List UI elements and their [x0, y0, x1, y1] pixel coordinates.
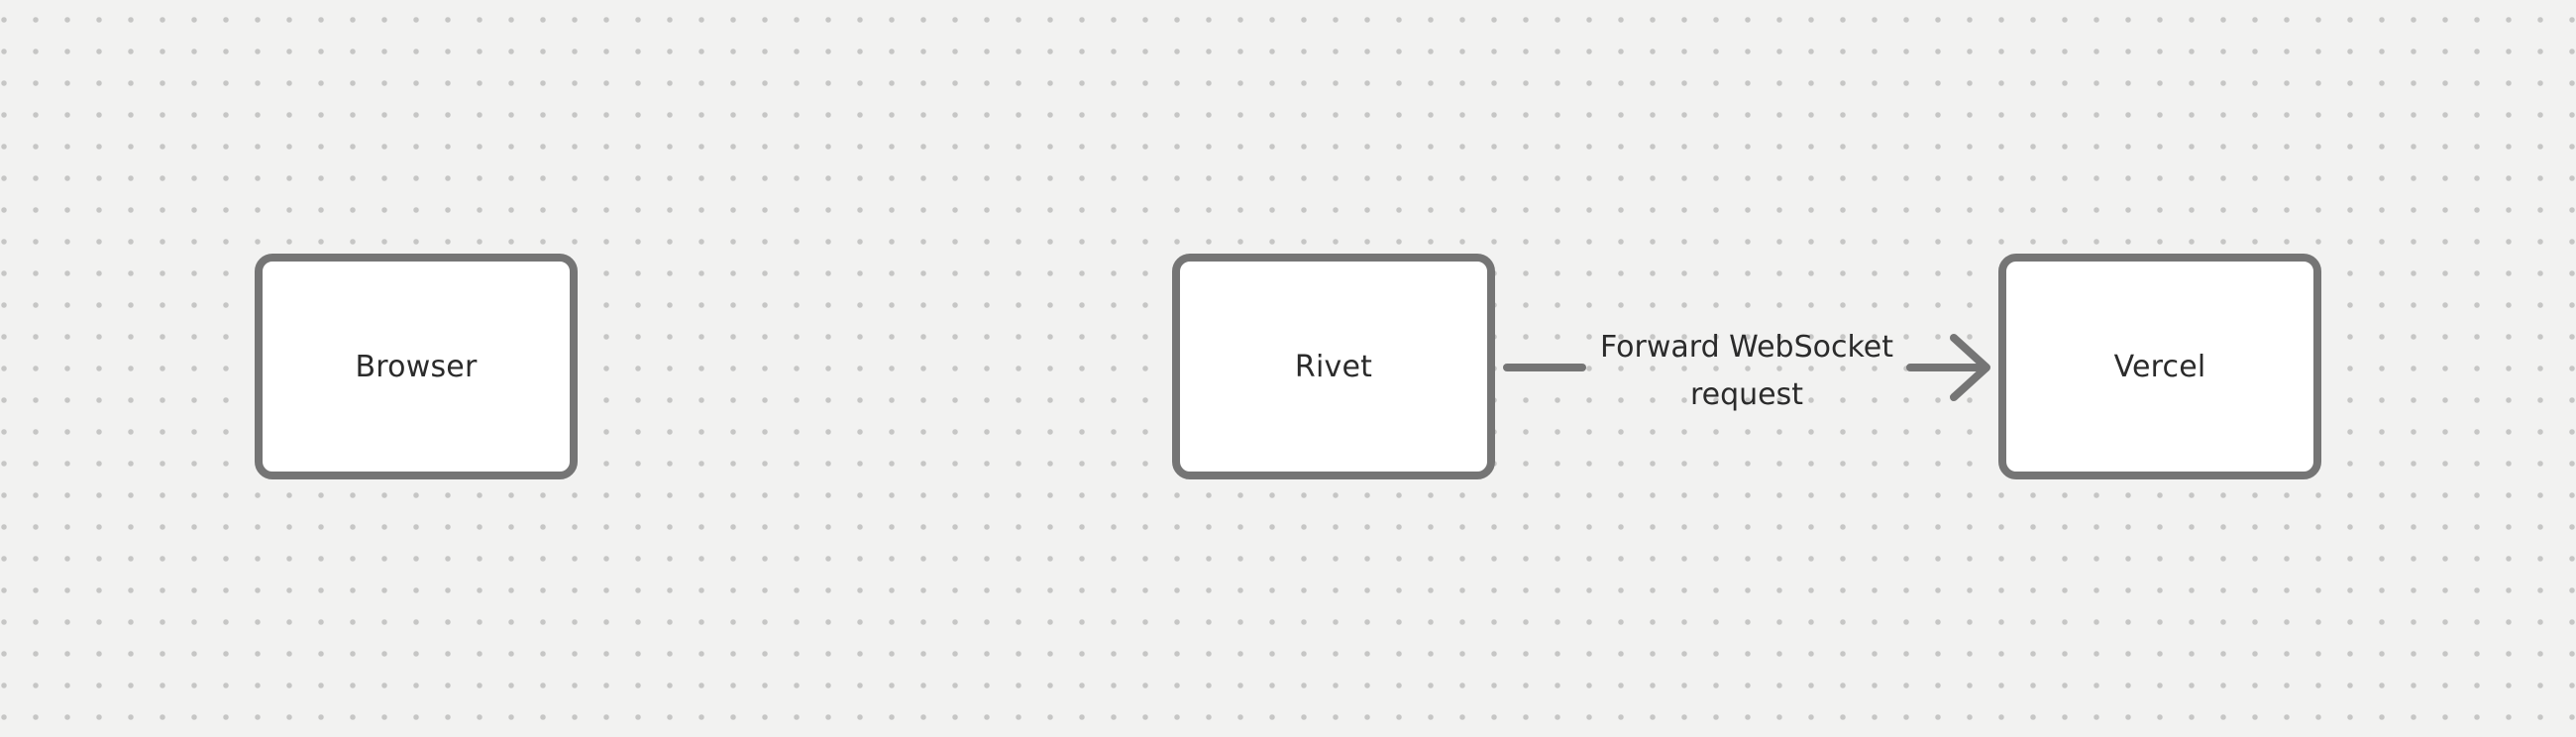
node-vercel[interactable]: Vercel	[1998, 254, 2321, 479]
node-browser[interactable]: Browser	[255, 254, 578, 479]
arrow-label[interactable]: Forward WebSocket request	[1597, 324, 1896, 419]
node-browser-label: Browser	[355, 349, 478, 384]
arrow-label-line-2: request	[1689, 377, 1804, 412]
node-rivet[interactable]: Rivet	[1172, 254, 1495, 479]
arrow-rivet-to-vercel[interactable]	[1486, 322, 2001, 416]
node-vercel-label: Vercel	[2113, 349, 2206, 384]
node-rivet-label: Rivet	[1294, 349, 1373, 384]
arrow-head-icon	[1950, 334, 1990, 401]
arrow-label-line-1: Forward WebSocket	[1599, 330, 1893, 365]
